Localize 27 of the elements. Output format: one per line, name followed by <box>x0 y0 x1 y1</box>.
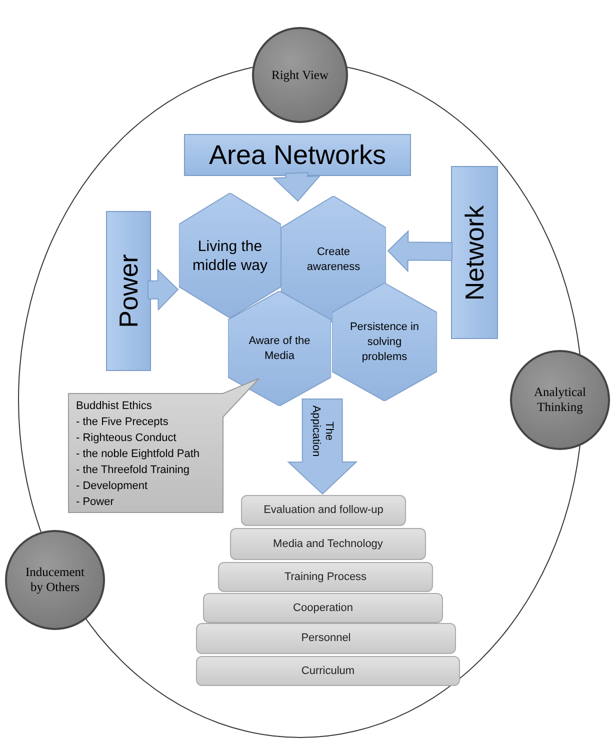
callout-heading: Buddhist Ethics <box>76 399 153 414</box>
block-arrow <box>387 230 453 272</box>
box-label: Power <box>112 254 144 328</box>
hexagon-label: Living the middle way <box>191 236 269 274</box>
list-item: - Development <box>76 479 149 494</box>
step-box: Evaluation and follow-up <box>241 495 406 526</box>
edge-label: The Appication <box>309 404 336 458</box>
heading-box: Area Networks <box>184 134 411 176</box>
list-item: - Righteous Conduct <box>76 431 178 446</box>
step-box: Personnel <box>196 623 456 654</box>
step-box: Training Process <box>218 562 433 592</box>
list-item: - the Five Precepts <box>76 415 170 430</box>
step-box: Curriculum <box>196 656 460 686</box>
label-box <box>451 166 498 339</box>
block-arrow <box>147 268 179 312</box>
hexagon-label: Aware of the Media <box>248 334 312 364</box>
hexagon-label: Persistence in solving problems <box>348 320 420 364</box>
step-box: Cooperation <box>203 593 443 623</box>
block-arrow <box>287 398 358 495</box>
box-label: Network <box>458 204 490 300</box>
hexagon-label: Create awareness <box>306 244 362 274</box>
label-box <box>106 211 151 371</box>
list-item: - the noble Eightfold Path <box>76 447 201 462</box>
list-item: - Power <box>76 495 115 510</box>
list-item: - the Threefold Training <box>76 463 191 478</box>
block-arrow <box>272 172 321 202</box>
step-box: Media and Technology <box>230 528 426 560</box>
